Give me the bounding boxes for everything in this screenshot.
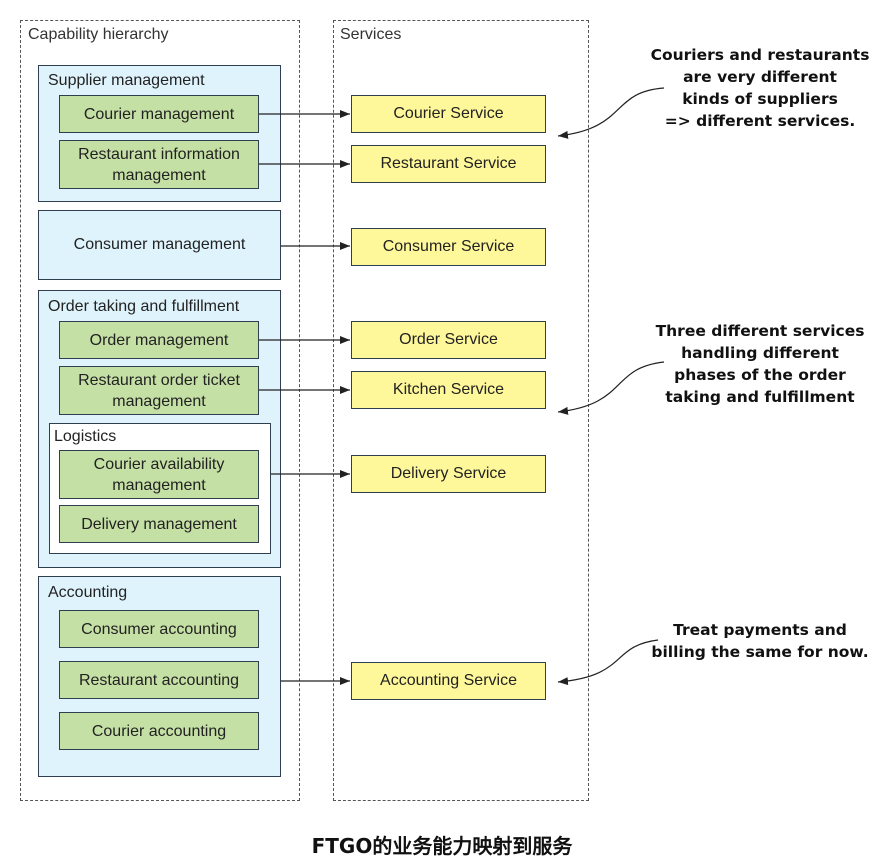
kitchen-service-box: Kitchen Service	[351, 371, 546, 409]
courier-management-box: Courier management	[59, 95, 259, 133]
consumer-service-box: Consumer Service	[351, 228, 546, 266]
accounting-label: Accounting	[48, 584, 128, 601]
callout-suppliers	[557, 87, 665, 139]
consumer-management-group	[38, 210, 281, 280]
order-service-box: Order Service	[351, 321, 546, 359]
accounting-service-box: Accounting Service	[351, 662, 546, 700]
callout-payments	[557, 639, 659, 686]
delivery-management-box: Delivery management	[59, 505, 259, 543]
courier-service-box: Courier Service	[351, 95, 546, 133]
consumer-accounting-box: Consumer accounting	[59, 610, 259, 648]
order-management-box: Order management	[59, 321, 259, 359]
delivery-service-box: Delivery Service	[351, 455, 546, 493]
capability-hierarchy-label: Capability hierarchy	[28, 26, 169, 43]
restaurant-order-ticket-management-box: Restaurant order ticket management	[59, 366, 259, 415]
capability-hierarchy-panel	[20, 20, 300, 801]
restaurant-accounting-box: Restaurant accounting	[59, 661, 259, 699]
order-taking-label: Order taking and fulfillment	[48, 298, 240, 315]
courier-accounting-box: Courier accounting	[59, 712, 259, 750]
restaurant-service-box: Restaurant Service	[351, 145, 546, 183]
services-label: Services	[340, 26, 402, 43]
note-payments: Treat payments and billing the same for …	[651, 621, 869, 661]
restaurant-information-management-box: Restaurant information management	[59, 140, 259, 189]
logistics-label: Logistics	[54, 428, 117, 445]
supplier-management-label: Supplier management	[48, 72, 205, 89]
courier-availability-management-box: Courier availability management	[59, 450, 259, 499]
consumer-management-label: Consumer management	[73, 236, 246, 253]
note-suppliers: Couriers and restaurants are very differ…	[650, 46, 870, 130]
callout-order-phases	[557, 361, 665, 415]
figure-caption: FTGO的业务能力映射到服务	[311, 834, 573, 858]
note-order-phases: Three different services handling differ…	[655, 322, 865, 406]
services-panel	[333, 20, 589, 801]
